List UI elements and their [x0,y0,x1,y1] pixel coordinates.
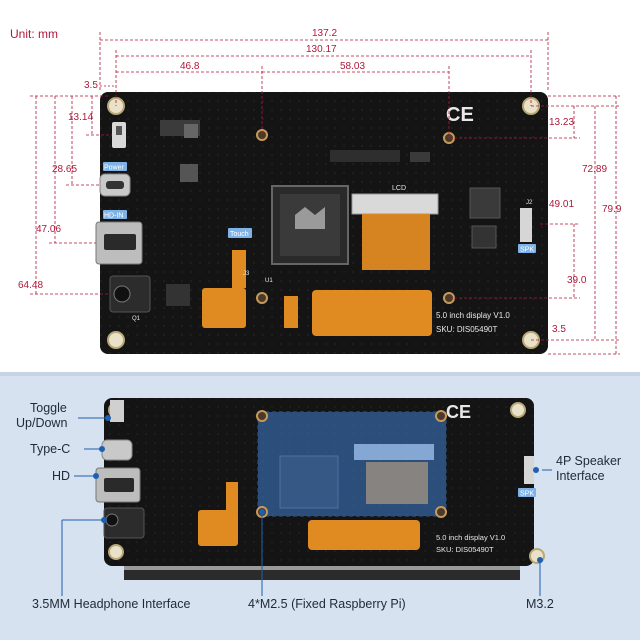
callout-m32: M3.2 [526,597,554,611]
display-label-top: 5.0 inch display V1.0 [436,311,510,320]
dim-hole-span: 130.17 [306,44,337,55]
dim-total-width: 137.2 [312,28,337,39]
bottom-fpc [312,290,432,336]
dim-right-total: 79.9 [602,204,622,215]
sku-label-top: SKU: DIS05490T [436,325,497,334]
callout-type-c: Type-C [30,442,70,456]
type-c-bottom [101,439,133,461]
dim-post-span: 58.03 [340,61,365,72]
sku-label-bottom: SKU: DIS05490T [436,545,494,554]
dim-left-bottom: 64.48 [18,280,43,291]
panel-divider [0,372,640,376]
ce-mark-bottom: CE [446,402,471,422]
dim-right-outer: 72.89 [582,164,607,175]
j2-silk: J2 [526,200,533,206]
ce-mark-top: CE [446,104,474,126]
dim-left-top: 13.14 [68,112,93,123]
callout-toggle-line1: Toggle [30,401,67,415]
dim-left-lower: 47.06 [36,224,61,235]
touch-fpc [202,288,246,328]
power-silk: Power [104,165,125,172]
q1-silk: Q1 [132,316,141,322]
callout-speaker-line2: Interface [556,469,605,483]
callout-headphone: 3.5MM Headphone Interface [32,597,190,611]
dimension-lines [30,32,620,355]
lcd-silk: LCD [392,185,406,192]
callout-m25: 4*M2.5 (Fixed Raspberry Pi) [248,597,406,611]
touch-silk: Touch [230,231,249,238]
u1-silk: U1 [265,278,273,284]
dim-right-lower: 39.0 [567,275,587,286]
callout-hd: HD [52,469,70,483]
callout-speaker-line1: 4P Speaker [556,454,621,468]
dim-left-mid: 28.65 [52,164,77,175]
m25-post-3 [256,292,268,304]
dim-right-top: 13.23 [549,117,574,128]
j3-silk: J3 [243,271,250,277]
lcd-fpc [362,214,430,270]
dim-left-offset: 3.5 [84,80,98,91]
dim-to-left-post: 46.8 [180,61,200,72]
toggle-switch-bottom [110,400,124,422]
top-board: CE LCD Touch Power HD-IN SPK 5.0 inch di… [95,92,548,354]
speaker-connector-bottom [524,456,534,484]
speaker-connector [520,208,532,242]
lcd-connector [351,193,439,215]
hdmi-silk: HD-IN [104,213,123,220]
callout-dots [93,415,543,563]
m25-post-1 [256,129,268,141]
dim-right-mid: 49.01 [549,199,574,210]
raspberry-pi-zone [257,411,447,517]
mount-hole-bottom-left [107,331,125,349]
unit-label: Unit: mm [10,27,58,41]
dim-right-bottom-offset: 3.5 [552,324,566,335]
spk-silk-bottom: SPK [520,491,534,498]
callout-toggle-line2: Up/Down [16,416,67,430]
display-label-bottom: 5.0 inch display V1.0 [436,533,505,542]
callout-lines [61,417,552,596]
bottom-board: CE 5.0 inch display V1.0 SKU: DIS05490T … [95,398,545,580]
spk-silk: SPK [520,247,534,254]
